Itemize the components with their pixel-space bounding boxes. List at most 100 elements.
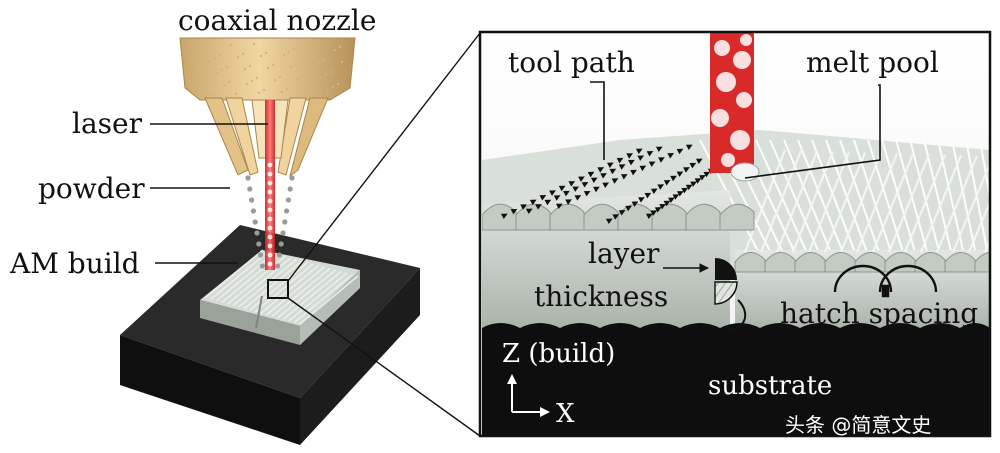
nozzle-texture-dot (211, 93, 215, 97)
nozzle-texture-dot (294, 62, 298, 66)
bead-ridge (919, 155, 963, 253)
build-track-line (277, 269, 337, 319)
tool-path-arrow (583, 190, 591, 197)
tool-path-arrow (631, 201, 639, 207)
bead-ridge (759, 150, 803, 253)
tool-path-arrow (549, 190, 556, 196)
powder-particle (258, 252, 264, 258)
tool-path-arrow (695, 158, 703, 165)
nozzle-texture-dot (308, 86, 312, 90)
build-track-line (299, 275, 359, 325)
nozzle-texture-dot (280, 90, 284, 94)
nozzle-texture-dot (227, 80, 231, 84)
nozzle-texture-dot (333, 48, 337, 52)
tool-path-arrow (587, 171, 595, 178)
laser-plasma-bubble (730, 130, 750, 150)
tool-path-arrow (638, 197, 645, 203)
powder-particle (256, 241, 262, 247)
tool-path-arrow (581, 182, 589, 188)
nozzle-texture-dot (241, 52, 245, 56)
label-x-axis: X (556, 399, 575, 429)
bead-ridge (903, 154, 947, 253)
tool-path-arrow (672, 194, 680, 200)
coaxial-nozzle (179, 37, 356, 178)
bead-ridge (951, 160, 990, 253)
tool-path-arrow (689, 162, 697, 169)
bead-ridge (951, 139, 977, 256)
bead-ridge (797, 139, 845, 256)
build-track-line (254, 263, 314, 313)
nozzle-texture-dot (201, 47, 205, 51)
nozzle-texture-dot (218, 53, 222, 57)
zoom-inset (482, 33, 990, 436)
tool-path-arrow (529, 199, 537, 206)
bead-ridge (775, 150, 819, 253)
laser-beam-dot (267, 234, 273, 240)
nozzle-texture-dot (192, 72, 196, 76)
build-track-line (249, 261, 309, 311)
nozzle-texture-dot (292, 47, 296, 51)
tool-path-arrow (605, 218, 613, 225)
powder-particle (247, 186, 253, 192)
am-build-block (200, 249, 360, 345)
tool-path-arrow (655, 146, 663, 153)
powder-particle (289, 175, 295, 181)
build-track-line (232, 257, 292, 307)
bead-ridge (909, 139, 941, 256)
nozzle-texture-dot (213, 56, 217, 60)
powder-particle (278, 241, 284, 247)
powder-particle (276, 252, 282, 258)
tool-path-arrow (625, 205, 632, 212)
laser-plasma-bubble (736, 92, 752, 108)
powder-particle (275, 263, 281, 269)
bead-ridge (855, 153, 899, 253)
nozzle-texture-dot (296, 77, 300, 81)
laser-beam-dot (267, 207, 273, 213)
bead-ridge (923, 139, 953, 256)
powder-particle (249, 197, 255, 203)
bead-ridge (887, 154, 931, 253)
hatch-spacing-marker (833, 264, 938, 298)
nozzle-texture-dot (322, 58, 326, 62)
nozzle-texture-dot (310, 49, 314, 53)
tool-path-arrow (650, 188, 658, 195)
tool-path-arrow (574, 195, 582, 201)
tool-path-arrow (690, 181, 697, 187)
tool-path-arrow (658, 157, 665, 163)
powder-particle (287, 186, 293, 192)
tool-path-arrow (616, 157, 624, 164)
tool-path-arrow (637, 155, 645, 161)
label-hatch-spacing: hatch spacing (780, 297, 978, 330)
laser-beam-dot (267, 162, 273, 168)
powder-stream (245, 175, 295, 269)
nozzle-texture-dot (188, 42, 192, 46)
nozzle-texture-dot (255, 76, 259, 80)
bead-ridge (935, 155, 979, 253)
bead-ridge (743, 149, 787, 253)
bead-ridge (867, 139, 905, 256)
melt-pool-laser (710, 33, 760, 182)
tool-path-arrow (683, 167, 690, 173)
bead-ridge (783, 139, 833, 256)
nozzle-texture-dot (319, 76, 323, 80)
laser-plasma-bubble (740, 34, 752, 46)
tool-path-arrow (645, 213, 653, 220)
build-track-line (243, 260, 303, 310)
zoom-region-marker (267, 279, 289, 299)
tool-path-arrow (676, 191, 684, 197)
nozzle-texture-dot (204, 81, 208, 85)
powder-particle (254, 230, 260, 236)
nozzle-texture-dot (222, 83, 226, 87)
tool-path-arrow (500, 213, 508, 220)
label-coaxial-nozzle: coaxial nozzle (178, 4, 376, 37)
tool-path-arrow (565, 199, 572, 205)
tool-path-arrow (685, 184, 693, 191)
bead-ridge (871, 153, 915, 253)
powder-particle (259, 263, 265, 269)
nozzle-texture-dot (299, 59, 303, 63)
label-layer: layer (588, 237, 660, 270)
tool-path-arrow (694, 178, 702, 184)
build-track-line (293, 273, 353, 324)
laser-plasma-bubble (714, 40, 730, 56)
tool-path-arrow (572, 186, 580, 192)
